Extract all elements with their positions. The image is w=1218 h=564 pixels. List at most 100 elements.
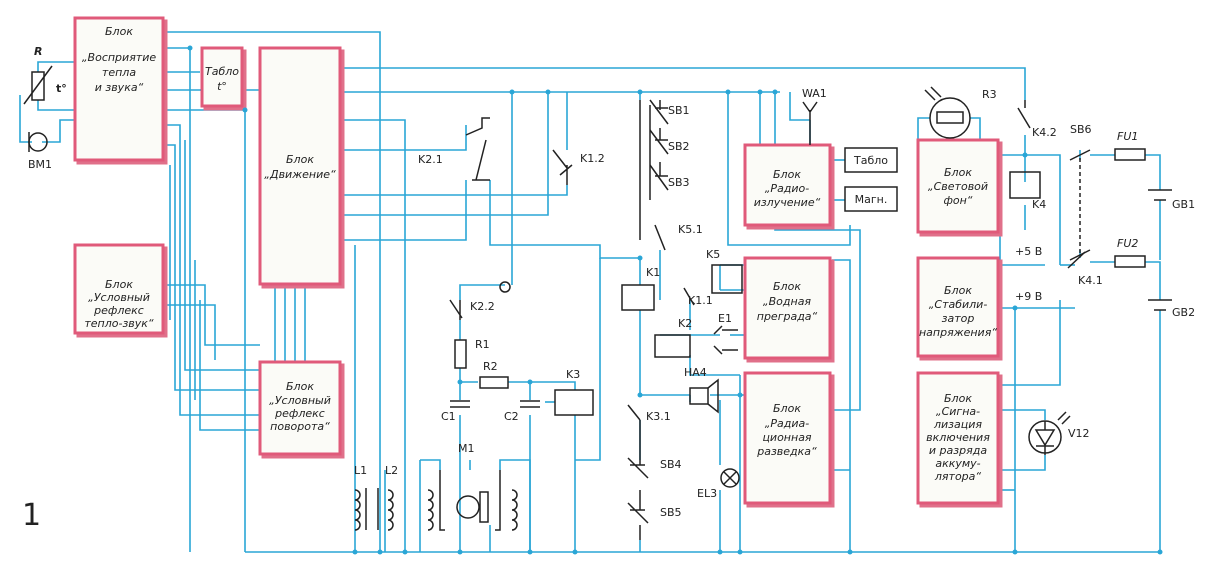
- svg-text:R3: R3: [982, 88, 997, 101]
- contact-k4-1: K4.1: [1067, 251, 1103, 287]
- contact-k2-1: K2.1: [418, 117, 490, 181]
- block-water-barrier: Блок „Водная преграда“: [743, 256, 832, 360]
- svg-text:„Водная: „Водная: [763, 295, 812, 308]
- buzzer-ha4: HA4: [684, 366, 719, 414]
- voltage-plus5: +5 В: [1015, 245, 1042, 258]
- svg-text:излучение“: излучение“: [754, 196, 821, 209]
- svg-text:K2: K2: [678, 317, 692, 330]
- led-v12: V12: [1028, 411, 1090, 455]
- svg-text:K1: K1: [646, 266, 660, 279]
- svg-text:R2: R2: [483, 360, 498, 373]
- block-signaling: Блок „Сигна- лизация включения и разряда…: [916, 371, 1000, 505]
- svg-text:лизация: лизация: [933, 418, 982, 431]
- svg-text:Блок: Блок: [773, 402, 801, 415]
- svg-text:WA1: WA1: [802, 87, 827, 100]
- svg-text:фон“: фон“: [943, 194, 972, 207]
- svg-text:K1.2: K1.2: [580, 152, 605, 165]
- antenna-wa1: WA1: [802, 87, 827, 145]
- resistor-r1: R1: [454, 338, 490, 369]
- lamp-el3: EL3: [697, 468, 740, 500]
- relay-k2: K2: [654, 317, 692, 358]
- svg-text:V12: V12: [1068, 427, 1090, 440]
- svg-text:„Стабили-: „Стабили-: [929, 298, 988, 311]
- svg-text:C1: C1: [441, 410, 456, 423]
- resistor-r2: R2: [479, 360, 509, 389]
- block-reflex-heat-sound: Блок „Условный рефлекс тепло-звук“: [73, 243, 165, 335]
- capacitor-c2: C2: [504, 400, 540, 423]
- svg-text:ционная: ционная: [762, 431, 811, 444]
- svg-text:GB2: GB2: [1172, 306, 1195, 319]
- svg-text:разведка“: разведка“: [756, 445, 817, 458]
- svg-text:Табло: Табло: [205, 65, 239, 78]
- wiring: [19, 31, 1161, 553]
- electrodes-e1: E1: [713, 312, 738, 355]
- svg-text:K5.1: K5.1: [678, 223, 703, 236]
- svg-text:K4.2: K4.2: [1032, 126, 1057, 139]
- svg-text:E1: E1: [718, 312, 732, 325]
- svg-text:R1: R1: [475, 338, 490, 351]
- svg-text:HA4: HA4: [684, 366, 707, 379]
- svg-text:EL3: EL3: [697, 487, 717, 500]
- svg-text:K2.2: K2.2: [470, 300, 495, 313]
- svg-text:t°: t°: [56, 82, 67, 95]
- svg-text:K4.1: K4.1: [1078, 274, 1103, 287]
- svg-text:FU1: FU1: [1117, 130, 1138, 143]
- svg-text:преграда“: преграда“: [757, 310, 818, 323]
- svg-text:Блок: Блок: [286, 380, 314, 393]
- svg-text:тепла: тепла: [102, 66, 136, 79]
- svg-text:лятора“: лятора“: [934, 470, 982, 483]
- svg-text:рефлекс: рефлекс: [93, 304, 144, 317]
- svg-text:„Радио-: „Радио-: [765, 182, 810, 195]
- svg-text:t°: t°: [217, 80, 227, 93]
- svg-text:„Световой: „Световой: [928, 180, 988, 193]
- inductor-l1: L1: [354, 464, 367, 531]
- motor-m1: M1: [427, 442, 518, 531]
- switch-sb3: SB3: [649, 162, 690, 191]
- svg-text:K3.1: K3.1: [646, 410, 671, 423]
- svg-text:SB1: SB1: [668, 104, 690, 117]
- contact-k5-1: K5.1: [654, 223, 703, 251]
- svg-text:Магн.: Магн.: [855, 193, 888, 206]
- switch-sb5: SB5: [627, 490, 682, 540]
- svg-text:включения: включения: [926, 431, 990, 444]
- svg-text:затор: затор: [942, 312, 975, 325]
- relay-k1: K1: [621, 266, 660, 311]
- svg-text:K3: K3: [566, 368, 580, 381]
- microphone-bm1: BM1: [28, 132, 52, 171]
- fuse-fu2: FU2: [1114, 237, 1146, 268]
- block-perception: Блок „Восприятие тепла и звука“: [73, 16, 165, 162]
- switch-sb4: SB4: [627, 445, 682, 479]
- box-magn: Магн.: [844, 186, 898, 212]
- svg-text:аккуму-: аккуму-: [935, 457, 980, 470]
- svg-text:SB2: SB2: [668, 140, 690, 153]
- svg-text:„Восприятие: „Восприятие: [82, 51, 157, 64]
- junction-dots: [187, 45, 1163, 555]
- svg-text:SB3: SB3: [668, 176, 690, 189]
- block-radiation-recon: Блок „Радиа- ционная разведка“: [743, 371, 832, 505]
- contact-k4-2: K4.2: [1017, 100, 1057, 139]
- svg-text:M1: M1: [458, 442, 475, 455]
- svg-text:L2: L2: [385, 464, 398, 477]
- fuse-fu1: FU1: [1114, 130, 1146, 161]
- svg-text:тепло-звук“: тепло-звук“: [84, 317, 154, 330]
- svg-text:„Радиа-: „Радиа-: [765, 417, 810, 430]
- block-reflex-turn: Блок „Условный рефлекс поворота“: [258, 360, 342, 456]
- svg-text:„Сигна-: „Сигна-: [936, 405, 980, 418]
- svg-text:K1.1: K1.1: [688, 294, 713, 307]
- svg-text:GB1: GB1: [1172, 198, 1195, 211]
- svg-text:R: R: [34, 45, 42, 58]
- block-stabilizer: Блок „Стабили- затор напряжения“: [916, 256, 1000, 358]
- svg-text:„Условный: „Условный: [269, 394, 331, 407]
- svg-text:SB6: SB6: [1070, 123, 1092, 136]
- contact-k2-2: K2.2: [449, 281, 511, 320]
- svg-text:FU2: FU2: [1117, 237, 1138, 250]
- block-light-bg: Блок „Световой фон“: [916, 138, 1000, 234]
- svg-text:и звука“: и звука“: [95, 81, 144, 94]
- svg-text:BM1: BM1: [28, 158, 52, 171]
- svg-text:C2: C2: [504, 410, 519, 423]
- svg-text:L1: L1: [354, 464, 367, 477]
- relay-k5: K5: [706, 248, 743, 294]
- switch-sb2: SB2: [649, 128, 690, 155]
- svg-text:K2.1: K2.1: [418, 153, 443, 166]
